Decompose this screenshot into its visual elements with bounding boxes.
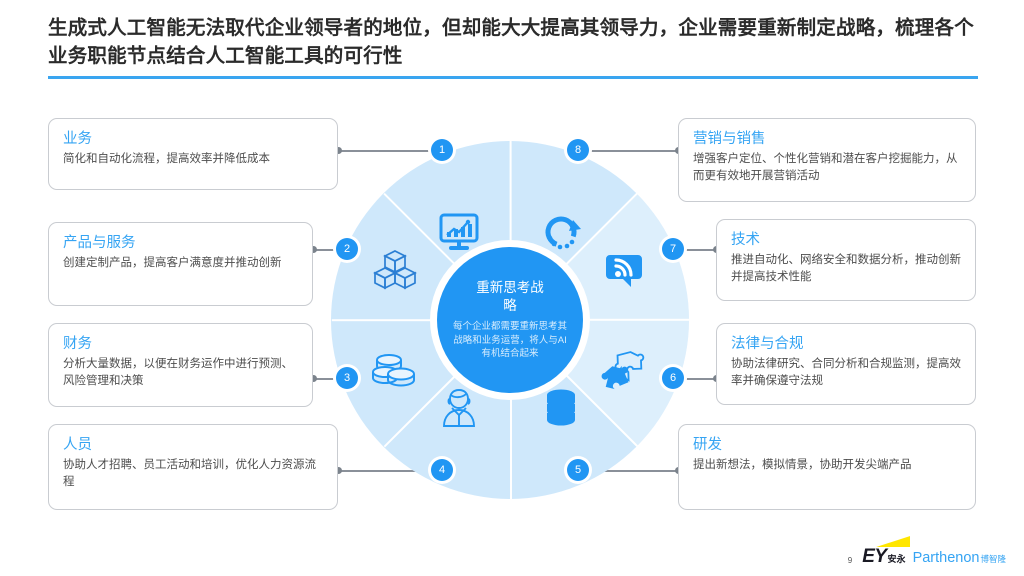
connector-dot-1 xyxy=(335,147,342,154)
wheel-badge-8[interactable]: 8 xyxy=(567,139,589,161)
card-rd-title: 研发 xyxy=(693,437,722,453)
card-product[interactable]: 产品与服务 创建定制产品，提高客户满意度并推动创新 xyxy=(48,222,313,306)
header-divider xyxy=(48,76,978,79)
coins-icon xyxy=(367,343,423,399)
logo-ey-text: EY xyxy=(862,546,887,567)
connector-line-5 xyxy=(580,470,680,472)
wheel-badge-2[interactable]: 2 xyxy=(336,238,358,260)
wheel-badge-5[interactable]: 5 xyxy=(567,459,589,481)
card-marketing-title: 营销与销售 xyxy=(693,131,766,147)
wheel-badge-4[interactable]: 4 xyxy=(431,459,453,481)
card-marketing-desc: 增强客户定位、个性化营销和潜在客户挖掘能力，从而更有效地开展营销活动 xyxy=(693,153,958,182)
card-people-title: 人员 xyxy=(63,437,92,453)
ey-parthenon-logo: EY 安永 Parthenon 博智隆 xyxy=(862,536,1006,568)
page-header: 生成式人工智能无法取代企业领导者的地位，但却能大大提高其领导力，企业需要重新制定… xyxy=(48,14,978,70)
card-legal[interactable]: 法律与合规 协助法律研究、合同分析和合规监测，提高效率并确保遵守法规 xyxy=(716,323,976,405)
hub-title: 重新思考战略 xyxy=(476,280,544,314)
refresh-circle-icon xyxy=(533,204,589,260)
person-icon xyxy=(431,380,487,436)
boxes-3d-icon xyxy=(367,241,423,297)
connector-line-6 xyxy=(670,378,718,380)
card-finance-title: 财务 xyxy=(63,336,92,352)
database-icon xyxy=(533,380,589,436)
puzzle-icon xyxy=(597,343,653,399)
logo-ey-cn-text: 安永 xyxy=(887,554,906,564)
card-rd-desc: 提出新想法，模拟情景，协助开发尖端产品 xyxy=(693,459,912,471)
card-marketing[interactable]: 营销与销售 增强客户定位、个性化营销和潜在客户挖掘能力，从而更有效地开展营销活动 xyxy=(678,118,976,202)
footer: 9 EY 安永 Parthenon 博智隆 xyxy=(848,536,1006,568)
card-people[interactable]: 人员 协助人才招聘、员工活动和培训，优化人力资源流程 xyxy=(48,424,338,510)
wheel-badge-1[interactable]: 1 xyxy=(431,139,453,161)
card-technology-title: 技术 xyxy=(731,232,760,248)
wheel-badge-3[interactable]: 3 xyxy=(336,367,358,389)
connector-line-2 xyxy=(313,249,351,251)
card-rd[interactable]: 研发 提出新想法，模拟情景，协助开发尖端产品 xyxy=(678,424,976,510)
page-number: 9 xyxy=(847,556,853,565)
card-legal-desc: 协助法律研究、合同分析和合规监测，提高效率并确保遵守法规 xyxy=(731,358,961,387)
card-business[interactable]: 业务 简化和自动化流程，提高效率并降低成本 xyxy=(48,118,338,190)
logo-parthenon-cn-text: 博智隆 xyxy=(980,554,1006,564)
hub-subtitle: 每个企业都需要重新思考其战略和业务运营，将人与AI有机结合起来 xyxy=(452,321,567,360)
wheel-badge-6[interactable]: 6 xyxy=(662,367,684,389)
wheel-divider xyxy=(510,320,512,499)
card-product-desc: 创建定制产品，提高客户满意度并推动创新 xyxy=(63,257,282,269)
connector-line-3 xyxy=(313,378,351,380)
logo-parthenon-text: Parthenon xyxy=(912,550,980,566)
rss-bubble-icon xyxy=(597,241,653,297)
connector-dot-3 xyxy=(310,375,317,382)
connector-line-8 xyxy=(580,150,680,152)
wheel-badge-7[interactable]: 7 xyxy=(662,238,684,260)
card-business-desc: 简化和自动化流程，提高效率并降低成本 xyxy=(63,153,270,165)
connector-line-4 xyxy=(338,470,442,472)
connector-dot-4 xyxy=(335,467,342,474)
page-title: 生成式人工智能无法取代企业领导者的地位，但却能大大提高其领导力，企业需要重新制定… xyxy=(48,17,974,67)
card-legal-title: 法律与合规 xyxy=(731,336,804,352)
card-technology[interactable]: 技术 推进自动化、网络安全和数据分析，推动创新并提高技术性能 xyxy=(716,219,976,301)
card-people-desc: 协助人才招聘、员工活动和培训，优化人力资源流程 xyxy=(63,459,316,488)
monitor-chart-icon xyxy=(431,204,487,260)
card-product-title: 产品与服务 xyxy=(63,235,136,251)
connector-dot-2 xyxy=(310,246,317,253)
card-finance[interactable]: 财务 分析大量数据，以便在财务运作中进行预测、风险管理和决策 xyxy=(48,323,313,407)
wheel-hub: 重新思考战略 每个企业都需要重新思考其战略和业务运营，将人与AI有机结合起来 xyxy=(437,247,583,393)
connector-line-1 xyxy=(338,150,442,152)
connector-line-7 xyxy=(670,249,718,251)
strategy-wheel: 重新思考战略 每个企业都需要重新思考其战略和业务运营，将人与AI有机结合起来 xyxy=(331,139,690,499)
ey-beam-icon xyxy=(876,536,911,547)
card-business-title: 业务 xyxy=(63,131,92,147)
card-finance-desc: 分析大量数据，以便在财务运作中进行预测、风险管理和决策 xyxy=(63,358,293,387)
card-technology-desc: 推进自动化、网络安全和数据分析，推动创新并提高技术性能 xyxy=(731,254,961,283)
